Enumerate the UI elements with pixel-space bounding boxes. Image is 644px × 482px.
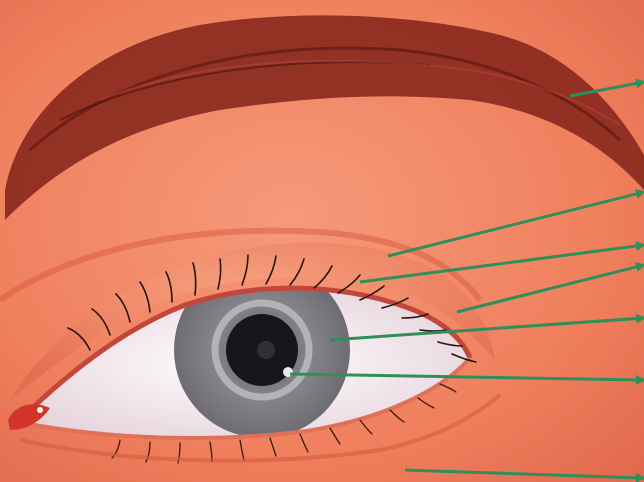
eye-diagram: [0, 0, 644, 482]
